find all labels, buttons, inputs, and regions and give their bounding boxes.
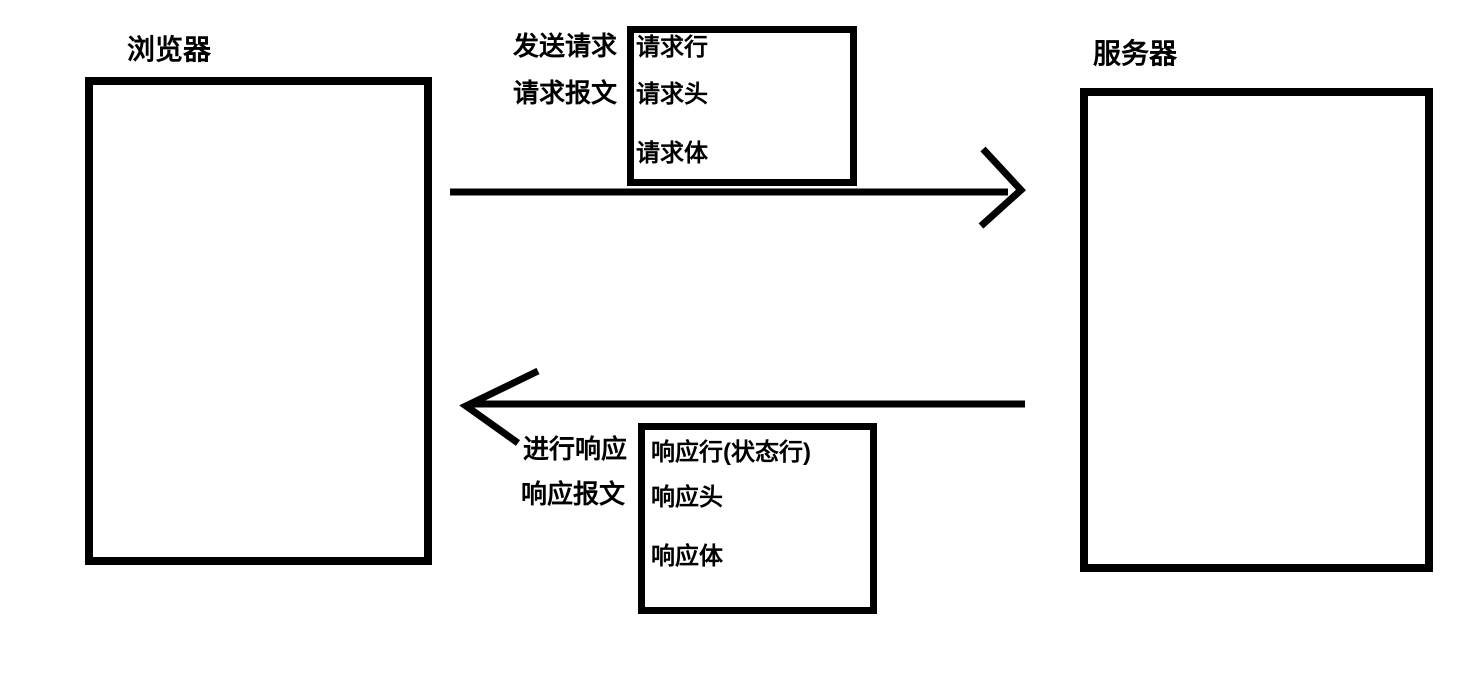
server-label: 服务器 — [1093, 38, 1178, 69]
browser-box — [85, 77, 432, 565]
response-header-label: 响应头 — [651, 484, 723, 511]
request-line-label: 请求行 — [636, 34, 708, 61]
response-action-label: 进行响应 — [523, 434, 628, 464]
request-action-label: 发送请求 — [513, 31, 618, 61]
response-message-box — [638, 423, 877, 614]
request-message-label: 请求报文 — [513, 78, 618, 108]
response-line-label: 响应行(状态行) — [651, 439, 811, 466]
response-message-label: 响应报文 — [521, 479, 626, 509]
browser-label: 浏览器 — [127, 34, 212, 65]
request-message-box — [627, 26, 857, 186]
request-body-label: 请求体 — [636, 140, 708, 167]
response-body-label: 响应体 — [651, 543, 723, 570]
server-box — [1080, 88, 1433, 572]
request-header-label: 请求头 — [636, 81, 708, 108]
